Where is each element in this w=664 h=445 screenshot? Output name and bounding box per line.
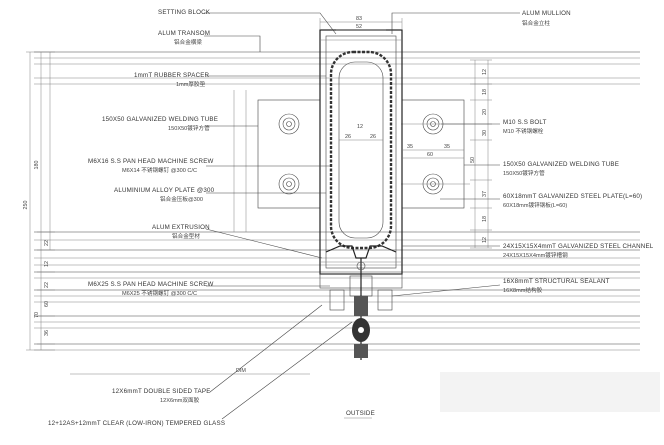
label-screw-m6x25-cn: M6X25 不锈钢螺钉 @300 C/C [122, 289, 197, 297]
label-screw-m6x25: M6X25 S.S PAN HEAD MACHINE SCREW [88, 281, 214, 288]
bolt-left-bottom [278, 173, 300, 195]
dim-bottom: DIM [236, 368, 246, 374]
label-double-sided-tape-cn: 12X6mm双面胶 [160, 396, 200, 404]
label-glass: 12+12AS+12mmT CLEAR (LOW-IRON) TEMPERED … [48, 420, 225, 427]
label-alloy-plate-cn: 铝合金压板@300 [160, 195, 203, 203]
dim-22a: 22 [44, 240, 50, 246]
label-steel-plate-cn: 60X18mm镀锌钢板(L=60) [503, 201, 567, 209]
dim-in-12: 12 [357, 124, 363, 130]
dim-top-83: 83 [356, 16, 362, 22]
leader-lines [204, 12, 520, 420]
dim-70: 70 [34, 312, 40, 318]
dim-r-18a: 18 [482, 89, 488, 95]
dim-250: 250 [23, 201, 29, 210]
label-alum-mullion-cn: 铝合金立柱 [522, 19, 550, 27]
label-welding-tube-left: 150X50 GALVANIZED WELDING TUBE [102, 116, 218, 123]
label-alum-transom-cn: 铝合金横梁 [174, 38, 202, 46]
label-welding-tube-right-cn: 150X50镀锌方管 [503, 169, 545, 177]
watermark-area [440, 372, 660, 412]
label-alum-extrusion: ALUM EXTRUSION [152, 224, 210, 231]
dim-h-60: 60 [427, 152, 433, 158]
dim-60: 60 [44, 301, 50, 307]
inner-steel-tube [329, 50, 393, 250]
left-dimension-chain [26, 51, 55, 351]
label-alum-transom: ALUM TRANSOM [158, 30, 210, 37]
right-dimension-chain [470, 59, 492, 249]
label-alum-mullion: ALUM MULLION [522, 10, 571, 17]
dim-h-35a: 35 [407, 144, 413, 150]
dim-r-12b: 12 [482, 237, 488, 243]
dim-r-20: 20 [482, 109, 488, 115]
label-bolt-cn: M10 不锈钢螺栓 [503, 127, 544, 135]
dim-12: 12 [44, 261, 50, 267]
dim-top-52: 52 [356, 24, 362, 30]
dim-r-50: 50 [470, 157, 476, 163]
label-welding-tube-right: 150X50 GALVANIZED WELDING TUBE [503, 161, 619, 168]
glass-joint-blocks [352, 296, 370, 358]
label-screw-m6x16-cn: M6X14 不锈钢螺钉 @300 C/C [122, 166, 197, 174]
label-welding-tube-left-cn: 150X50镀锌方管 [168, 124, 210, 132]
dim-36: 36 [44, 330, 50, 336]
label-alum-extrusion-cn: 铝合金型材 [172, 232, 200, 240]
transom-lines [34, 51, 640, 351]
dim-in-26a: 26 [345, 134, 351, 140]
dim-r-30: 30 [482, 130, 488, 136]
dim-r-12a: 12 [482, 69, 488, 75]
label-structural-sealant-cn: 16X8mm结构胶 [503, 286, 543, 294]
label-steel-channel: 24X15X15X4mmT GALVANIZED STEEL CHANNEL [503, 243, 654, 250]
label-screw-m6x16: M6X16 S.S PAN HEAD MACHINE SCREW [88, 158, 214, 165]
dim-in-26b: 26 [370, 134, 376, 140]
dim-r-37: 37 [482, 191, 488, 197]
dim-r-18b: 18 [482, 216, 488, 222]
label-steel-plate: 60X18mmT GALVANIZED STEEL PLATE(L=60) [503, 193, 642, 200]
dim-h-35b: 35 [444, 144, 450, 150]
dim-22b: 22 [44, 282, 50, 288]
label-steel-channel-cn: 24X15X15X4mm镀锌槽钢 [503, 251, 568, 259]
label-rubber-spacer-cn: 1mm厚胶垫 [176, 80, 206, 88]
label-setting-block: SETTING BLOCK [158, 9, 211, 16]
label-alloy-plate: ALUMINIUM ALLOY PLATE @300 [114, 187, 215, 194]
label-structural-sealant: 16X8mmT STRUCTURAL SEALANT [503, 278, 610, 285]
label-rubber-spacer: 1mmT RUBBER SPACER [134, 72, 210, 79]
label-bolt: M10 S.S BOLT [503, 119, 547, 126]
label-outside: OUTSIDE [346, 410, 375, 417]
bolt-left-top [278, 113, 300, 135]
dim-180: 180 [34, 161, 40, 170]
label-double-sided-tape: 12X6mmT DOUBLE SIDED TAPE [112, 388, 211, 395]
